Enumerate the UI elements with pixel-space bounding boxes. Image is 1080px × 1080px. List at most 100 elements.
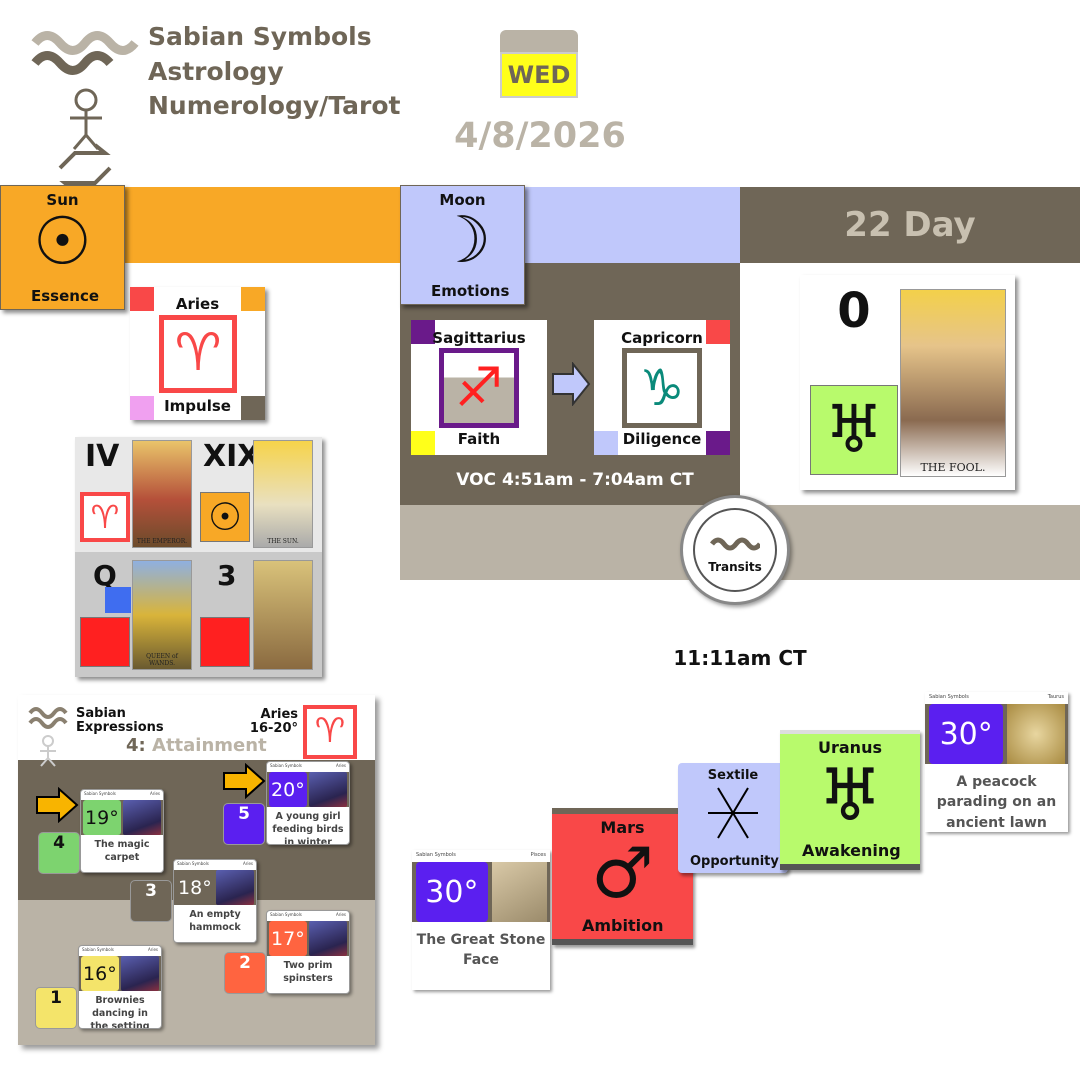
degree-badge: 18° <box>176 870 214 905</box>
card-brand: Sabian Symbols <box>82 947 114 952</box>
uranus-label: Uranus <box>818 738 882 757</box>
card-sign: Aries <box>335 912 346 917</box>
mars-label: Mars <box>600 818 645 837</box>
arrow-right-icon <box>223 763 266 799</box>
number-badge: 3 <box>130 880 172 922</box>
transits-label: Transits <box>708 560 762 574</box>
day-card[interactable]: 0 ♅ THE FOOL. <box>800 275 1015 490</box>
sun-keyword: Essence <box>31 287 100 305</box>
sun-tile[interactable]: Sun ☉ Essence <box>0 185 125 310</box>
card-brand: Sabian Symbols <box>177 861 209 866</box>
sextile-tile[interactable]: Sextile Opportunity <box>678 763 788 873</box>
wand-icon <box>200 617 250 667</box>
heading-word: Attainment <box>152 735 267 756</box>
symbol-text: Brownies dancing in the setting sun <box>90 995 150 1029</box>
sun-icon: ☉ <box>32 203 93 280</box>
degree-badge: 16° <box>81 956 119 991</box>
capricorn-icon: ♑ <box>622 348 702 428</box>
symbol-text: The magic carpet <box>94 839 150 863</box>
voc-text: VOC 4:51am - 7:04am CT <box>456 470 694 490</box>
sabian-range: 16-20° <box>249 721 298 736</box>
degree-badge: 17° <box>269 921 307 956</box>
day-label: 22 Day <box>740 187 1080 263</box>
card-brand: Sabian Symbols <box>84 791 116 796</box>
card-sign: Aries <box>335 763 346 768</box>
sun-label: Sun <box>46 191 79 209</box>
capricorn-keyword: Diligence <box>622 430 702 448</box>
aries-card[interactable]: Aries ♈ Impulse <box>130 287 265 420</box>
arrow-right-icon <box>36 787 79 823</box>
moon-keyword: Emotions <box>431 282 510 300</box>
capricorn-label: Capricorn <box>621 329 703 347</box>
number-badge: 4 <box>38 832 80 874</box>
mars-icon: ♂ <box>591 832 654 914</box>
app-title-line-2: Astrology <box>148 57 284 86</box>
calendar-icon: WED <box>500 30 578 98</box>
number-badge: 2 <box>224 952 266 994</box>
transit-end-card[interactable]: Sabian Symbols Taurus 30° A peacock parad… <box>925 692 1068 832</box>
tarot-card-sun[interactable]: THE SUN. <box>253 440 313 548</box>
uranus-tile[interactable]: Uranus ♅ Awakening <box>780 730 920 870</box>
sextile-label: Sextile <box>707 768 759 783</box>
symbol-image <box>1007 704 1065 764</box>
tarot-card-fool: THE FOOL. <box>900 289 1006 477</box>
arrow-right-icon <box>552 362 591 406</box>
symbol-image <box>491 862 547 922</box>
tarot-numeral-4: 3 <box>217 559 237 592</box>
tarot-cluster: IV ♈ THE EMPEROR. XIX ☉ THE SUN. Q QUEEN… <box>75 437 322 677</box>
degree-badge: 30° <box>929 704 1004 764</box>
sun-icon: ☉ <box>200 492 250 542</box>
aries-icon: ♈ <box>80 492 130 542</box>
moon-tile[interactable]: Moon ☽ Emotions <box>400 185 525 305</box>
tarot-numeral-1: IV <box>85 439 120 474</box>
card-sign: Taurus <box>1047 694 1064 700</box>
tarot-card-emperor[interactable]: THE EMPEROR. <box>132 440 192 548</box>
date: 4/8/2026 <box>454 116 626 156</box>
symbol-text: Two prim spinsters <box>283 960 333 984</box>
tarot-card-queen-of-wands[interactable]: QUEEN of WANDS. <box>132 560 192 670</box>
card-brand: Sabian Symbols <box>270 912 302 917</box>
sextile-icon <box>708 787 758 839</box>
card-sign: Pisces <box>530 852 546 858</box>
symbol-text: The Great Stone Face <box>416 932 546 969</box>
transits-wheel[interactable]: Transits <box>680 495 790 605</box>
degree-badge: 30° <box>416 862 488 922</box>
sabian-logo-icon <box>28 707 68 767</box>
symbol-text: A peacock parading on an ancient lawn <box>936 774 1057 831</box>
degree-badge: 19° <box>83 800 121 835</box>
day-number: 0 <box>837 283 871 339</box>
weekday: WED <box>500 52 578 98</box>
sagittarius-label: Sagittarius <box>432 329 526 347</box>
mars-tile[interactable]: Mars ♂ Ambition <box>552 808 693 945</box>
wand-icon <box>80 617 130 667</box>
uranus-icon: ♅ <box>817 753 883 837</box>
sabian-card[interactable]: Sabian Symbols Aries 17° Two prim spinste… <box>266 910 350 994</box>
sagittarius-keyword: Faith <box>457 430 501 448</box>
sabian-logo-icon <box>710 537 762 551</box>
tarot-numeral-2: XIX <box>203 439 261 474</box>
symbol-image <box>120 956 159 991</box>
moon-icon: ☽ <box>433 204 492 278</box>
number-badge: 1 <box>35 987 77 1029</box>
card-brand: Sabian Symbols <box>929 694 969 700</box>
symbol-image <box>122 800 161 835</box>
logo-icon <box>31 31 139 188</box>
sextile-keyword: Opportunity <box>690 854 779 869</box>
sabian-expressions-panel: Sabian Expressions Aries 16-20° ♈ 4: Att… <box>18 695 375 1045</box>
aries-label: Aries <box>175 295 220 313</box>
moon-label: Moon <box>439 191 486 209</box>
tarot-card-three-of-wands[interactable] <box>253 560 313 670</box>
heading-number: 4: <box>126 735 146 756</box>
number-badge: 5 <box>223 803 265 845</box>
card-sign: Aries <box>242 861 253 866</box>
aries-icon: ♈ <box>303 705 357 759</box>
aries-icon: ♈ <box>159 315 237 393</box>
capricorn-card[interactable]: Capricorn ♑ Diligence <box>594 320 730 455</box>
symbol-image <box>308 772 347 807</box>
sagittarius-card[interactable]: Sagittarius ♐ Faith <box>411 320 547 455</box>
